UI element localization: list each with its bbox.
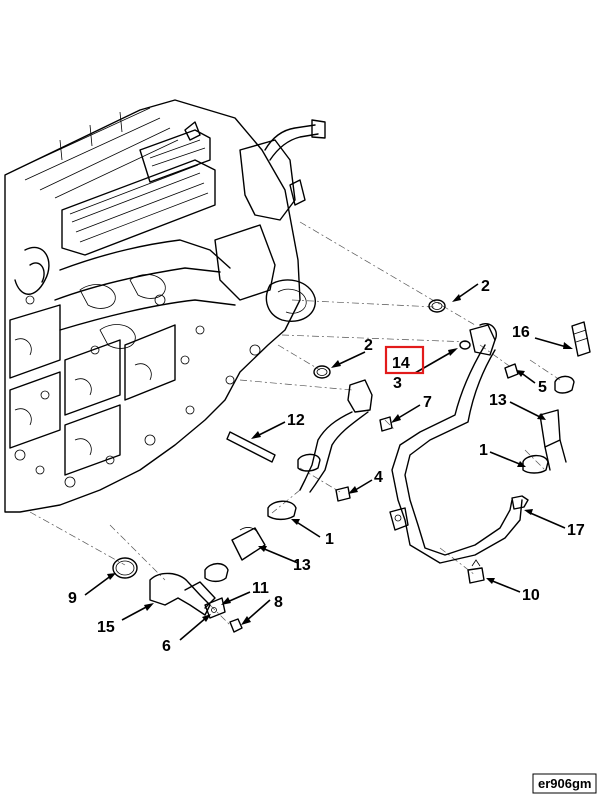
callout-1-right: 1: [479, 442, 488, 459]
callout-5: 5: [538, 379, 547, 396]
callout-leaders: [84, 283, 573, 641]
callout-17: 17: [567, 522, 585, 539]
callout-12: 12: [287, 412, 305, 429]
callout-8: 8: [274, 594, 283, 611]
callout-16: 16: [512, 324, 530, 341]
callout-7: 7: [423, 394, 432, 411]
callout-11: 11: [252, 580, 269, 597]
callout-6: 6: [162, 638, 171, 655]
callout-15: 15: [97, 619, 115, 636]
callout-13-upper: 13: [489, 392, 507, 409]
callout-3: 3: [393, 375, 402, 392]
figure-tag-text: er906gm: [538, 776, 591, 791]
engine-block-illustration: [4, 99, 326, 513]
callout-4: 4: [374, 469, 383, 486]
callout-10: 10: [522, 587, 540, 604]
callout-9: 9: [68, 590, 77, 607]
coolant-parts-illustration: [112, 299, 591, 633]
callout-2-upper: 2: [481, 278, 490, 295]
callout-numbers: 2 16 2 14 3 5 7 13 12 1 4 1 17 13 9 11 8…: [68, 278, 585, 655]
callout-1-mid: 1: [325, 531, 334, 548]
callout-14: 14: [392, 355, 410, 372]
callout-14-highlight-box: [384, 345, 425, 375]
figure-tag: er906gm: [532, 773, 597, 794]
callout-2-lower: 2: [364, 337, 373, 354]
callout-13-lower: 13: [293, 557, 311, 574]
